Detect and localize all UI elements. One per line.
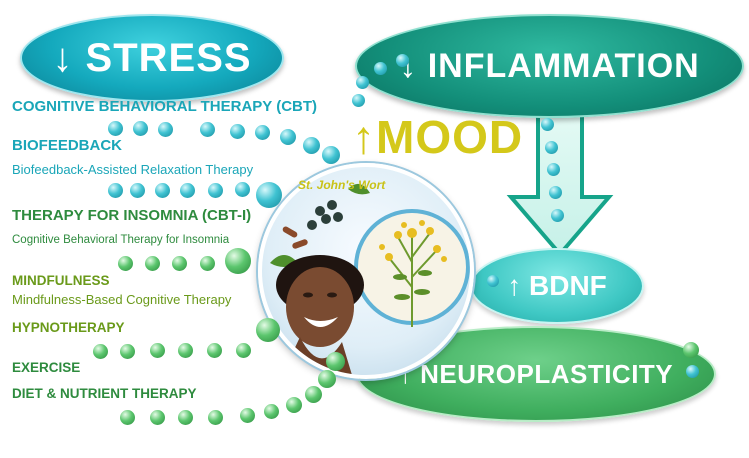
therapy-mindfulness-sub: Mindfulness-Based Cognitive Therapy — [12, 292, 232, 307]
up-arrow-icon: ↑ — [507, 270, 522, 301]
therapy-hypnotherapy: HYPNOTHERAPY — [12, 320, 125, 335]
therapy-insomnia-sub: Cognitive Behavioral Therapy for Insomni… — [12, 234, 230, 246]
therapy-mindfulness: MINDFULNESS — [12, 273, 110, 288]
stress-oval: ↓ STRESS — [20, 14, 284, 102]
inflammation-label: INFLAMMATION — [427, 46, 700, 85]
down-arrow-icon: ↓ — [52, 35, 74, 80]
up-arrow-icon: ↑ — [352, 111, 376, 163]
herb-label: St. John's Wort — [298, 178, 386, 192]
bdnf-label: BDNF — [529, 270, 607, 301]
therapy-insomnia: THERAPY FOR INSOMNIA (CBT-I) — [12, 207, 252, 224]
therapy-exercise: EXERCISE — [12, 360, 81, 375]
neuroplasticity-label: NEUROPLASTICITY — [420, 358, 674, 389]
inflammation-oval: ↓ INFLAMMATION — [355, 14, 744, 118]
therapy-biofeedback-sub: Biofeedback-Assisted Relaxation Therapy — [12, 162, 254, 177]
bdnf-oval: ↑ BDNF — [470, 248, 644, 324]
herb-illustration — [270, 183, 470, 375]
therapy-biofeedback: BIOFEEDBACK — [12, 137, 123, 154]
therapy-cbt: COGNITIVE BEHAVIORAL THERAPY (CBT) — [12, 98, 318, 115]
st-johns-wort-image — [258, 163, 474, 379]
mood-text: MOOD — [376, 111, 524, 163]
mood-label: ↑MOOD — [352, 110, 523, 164]
therapy-diet: DIET & NUTRIENT THERAPY — [12, 386, 197, 401]
stress-label: STRESS — [85, 35, 252, 80]
